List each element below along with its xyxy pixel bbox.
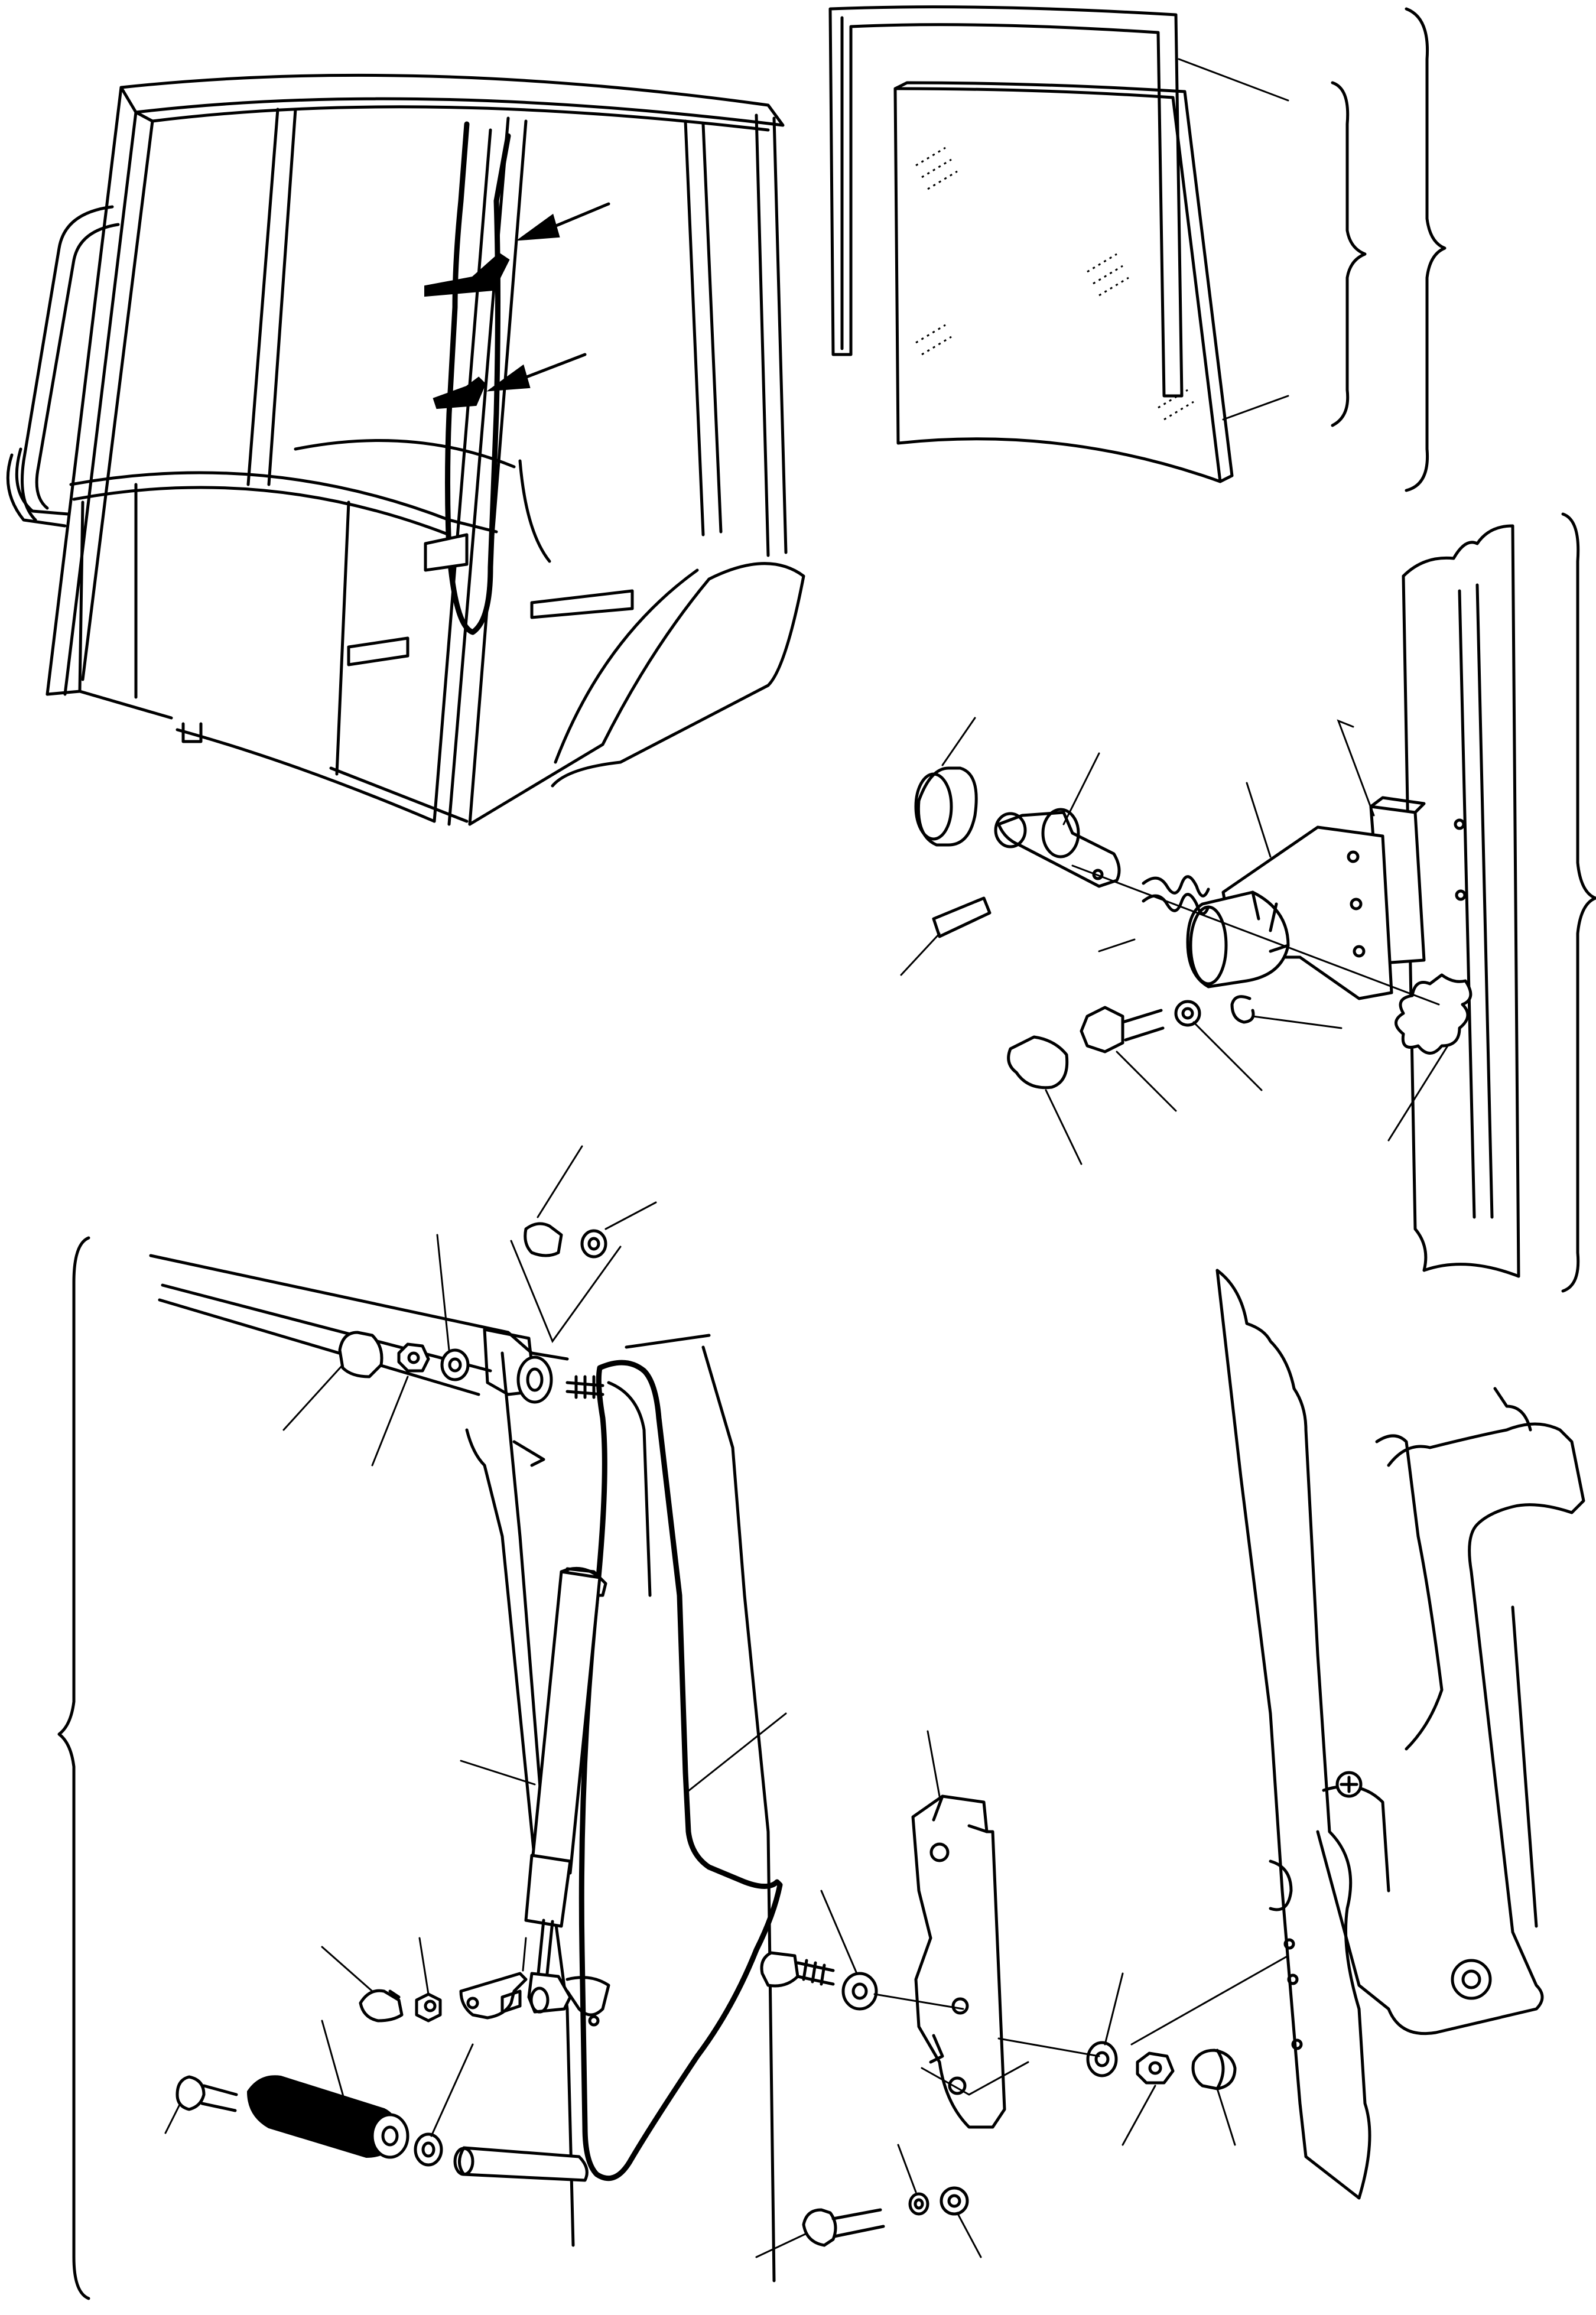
hinge-axis-line: [1071, 864, 1440, 1006]
latch-bracket-brace: [57, 1236, 90, 2300]
hinge-pin-housing: [1186, 890, 1290, 989]
latch-top-bushing: [524, 1222, 563, 1257]
latch-door-post: [1215, 1269, 1371, 2200]
latch-pivot-bushing: [338, 1331, 383, 1378]
latch-rear-cap: [1191, 2049, 1237, 2090]
callout-arrow-upper: [516, 202, 610, 241]
cab-floor-and-skirt: [45, 438, 805, 826]
latch-gas-strut: [524, 1566, 607, 2014]
latch-striker-block: [911, 1794, 1006, 2129]
cab-rear-post: [684, 113, 788, 557]
cab-front-post: [246, 108, 528, 826]
latch-leader-lines: [164, 1145, 1236, 2258]
latch-stud-axis: [873, 1993, 964, 2010]
latch-top-pivot: [483, 1328, 604, 1404]
latch-handle-rod: [453, 2146, 589, 2182]
latch-axis-line: [997, 2037, 1100, 2057]
hinge-leader-lines: [900, 717, 1449, 1165]
door-glass-assembly: [828, 5, 1447, 492]
latch-handle-bolt: [175, 2075, 238, 2112]
latch-top-dashed-box: [510, 1240, 622, 1344]
latch-diagonal-axis: [1130, 1955, 1289, 2046]
latch-door-frame: [1316, 1387, 1585, 2036]
leader-line-seal: [1178, 58, 1289, 102]
cab-left-post: [45, 86, 154, 696]
latch-handle-washer: [414, 2132, 443, 2167]
cab-frame-assembly: [6, 73, 805, 826]
hinge-knob: [1395, 973, 1473, 1055]
hinge-sleeve: [914, 766, 978, 847]
cab-door-handle-cable: [424, 121, 511, 635]
bracket-inner: [1331, 81, 1367, 427]
leader-line-glass: [1222, 395, 1289, 421]
door-latch-assembly: [57, 1145, 1585, 2300]
hinge-pin-shaft: [994, 808, 1121, 888]
hinge-bracket-brace: [1561, 512, 1596, 1293]
latch-cab-panel: [149, 1254, 776, 2283]
latch-bottom-dashed-box: [921, 2061, 1029, 2096]
hinge-washer: [1174, 1000, 1201, 1027]
callout-arrow-lower: [486, 353, 587, 392]
window-hinge-assembly: [900, 512, 1596, 1293]
hinge-roll-pin: [932, 896, 992, 938]
latch-pivot-washer: [440, 1348, 470, 1381]
latch-door-lever: [578, 1360, 783, 2181]
hinge-bolt: [1080, 1006, 1165, 1054]
latch-bottom-lockwasher: [908, 2192, 929, 2216]
latch-rear-washer: [1086, 2041, 1118, 2077]
latch-top-washer: [580, 1229, 607, 1259]
latch-pivot-nut: [397, 1342, 430, 1373]
latch-nut-hex: [415, 1992, 442, 2023]
hinge-circlip: [1230, 995, 1255, 1024]
hinge-spring: [1142, 875, 1210, 915]
cab-handrail: [6, 205, 120, 528]
latch-strut-bracket: [459, 1972, 610, 2027]
latch-bottom-screw: [802, 2208, 885, 2247]
bracket-outer: [1405, 7, 1447, 492]
latch-nut-small: [359, 1989, 404, 2023]
latch-striker-washer: [841, 1972, 878, 2011]
hinge-cap: [1007, 1035, 1069, 1090]
latch-rear-nut: [1136, 2051, 1175, 2085]
hinge-cab-post: [1402, 524, 1520, 1278]
cab-roof: [119, 73, 785, 132]
door-glass-pane: [893, 81, 1234, 483]
latch-handle-grip: [246, 2075, 409, 2159]
latch-striker-stud: [760, 1951, 835, 1988]
latch-bottom-washer: [940, 2186, 969, 2216]
door-glass-seal-frame: [828, 5, 1184, 398]
